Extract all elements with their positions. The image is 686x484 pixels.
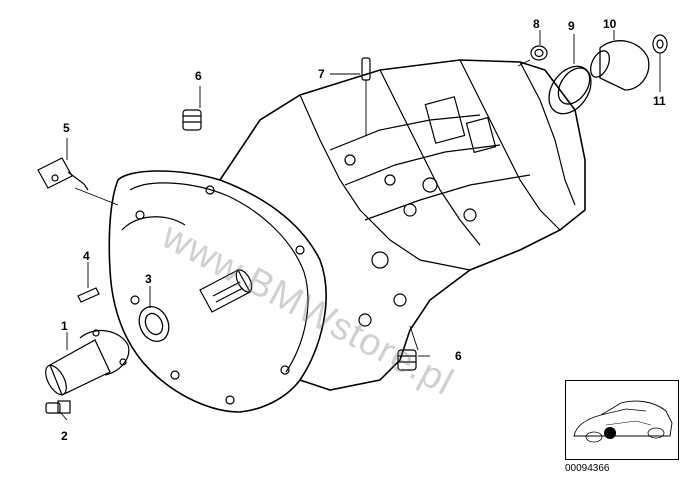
car-icon <box>573 400 673 443</box>
part-2-bolt <box>45 400 71 414</box>
callout-7: 7 <box>318 67 325 81</box>
diagram-id: 00094366 <box>565 463 610 474</box>
callout-10: 10 <box>603 17 617 31</box>
part-3-shaft-seal <box>138 305 170 343</box>
callout-3: 3 <box>145 272 152 286</box>
callout-2: 2 <box>61 429 68 443</box>
gearbox-housing <box>108 59 586 413</box>
leader-lines <box>59 30 661 421</box>
callout-1: 1 <box>61 319 68 333</box>
part-4-dowel-pin <box>77 287 100 303</box>
input-shaft <box>199 269 253 313</box>
callout-8: 8 <box>533 17 540 31</box>
vehicle-locator-thumbnail <box>565 380 679 460</box>
part-6-plug-upper <box>182 109 202 131</box>
callout-6-lower: 6 <box>455 349 462 363</box>
callout-4: 4 <box>83 249 90 263</box>
part-8-ring <box>530 45 548 61</box>
part-5-sensor-switch <box>37 157 89 191</box>
part-6-plug-lower <box>397 349 417 371</box>
callout-11: 11 <box>653 94 666 108</box>
part-1-guide-sleeve <box>45 329 130 396</box>
callout-9: 9 <box>568 19 575 33</box>
part-7-pin <box>361 57 371 81</box>
callout-5: 5 <box>63 121 70 135</box>
part-9-large-ring <box>548 65 592 115</box>
callout-6-upper: 6 <box>195 69 202 83</box>
part-11-nut <box>652 34 668 54</box>
part-10-flange <box>589 40 650 91</box>
